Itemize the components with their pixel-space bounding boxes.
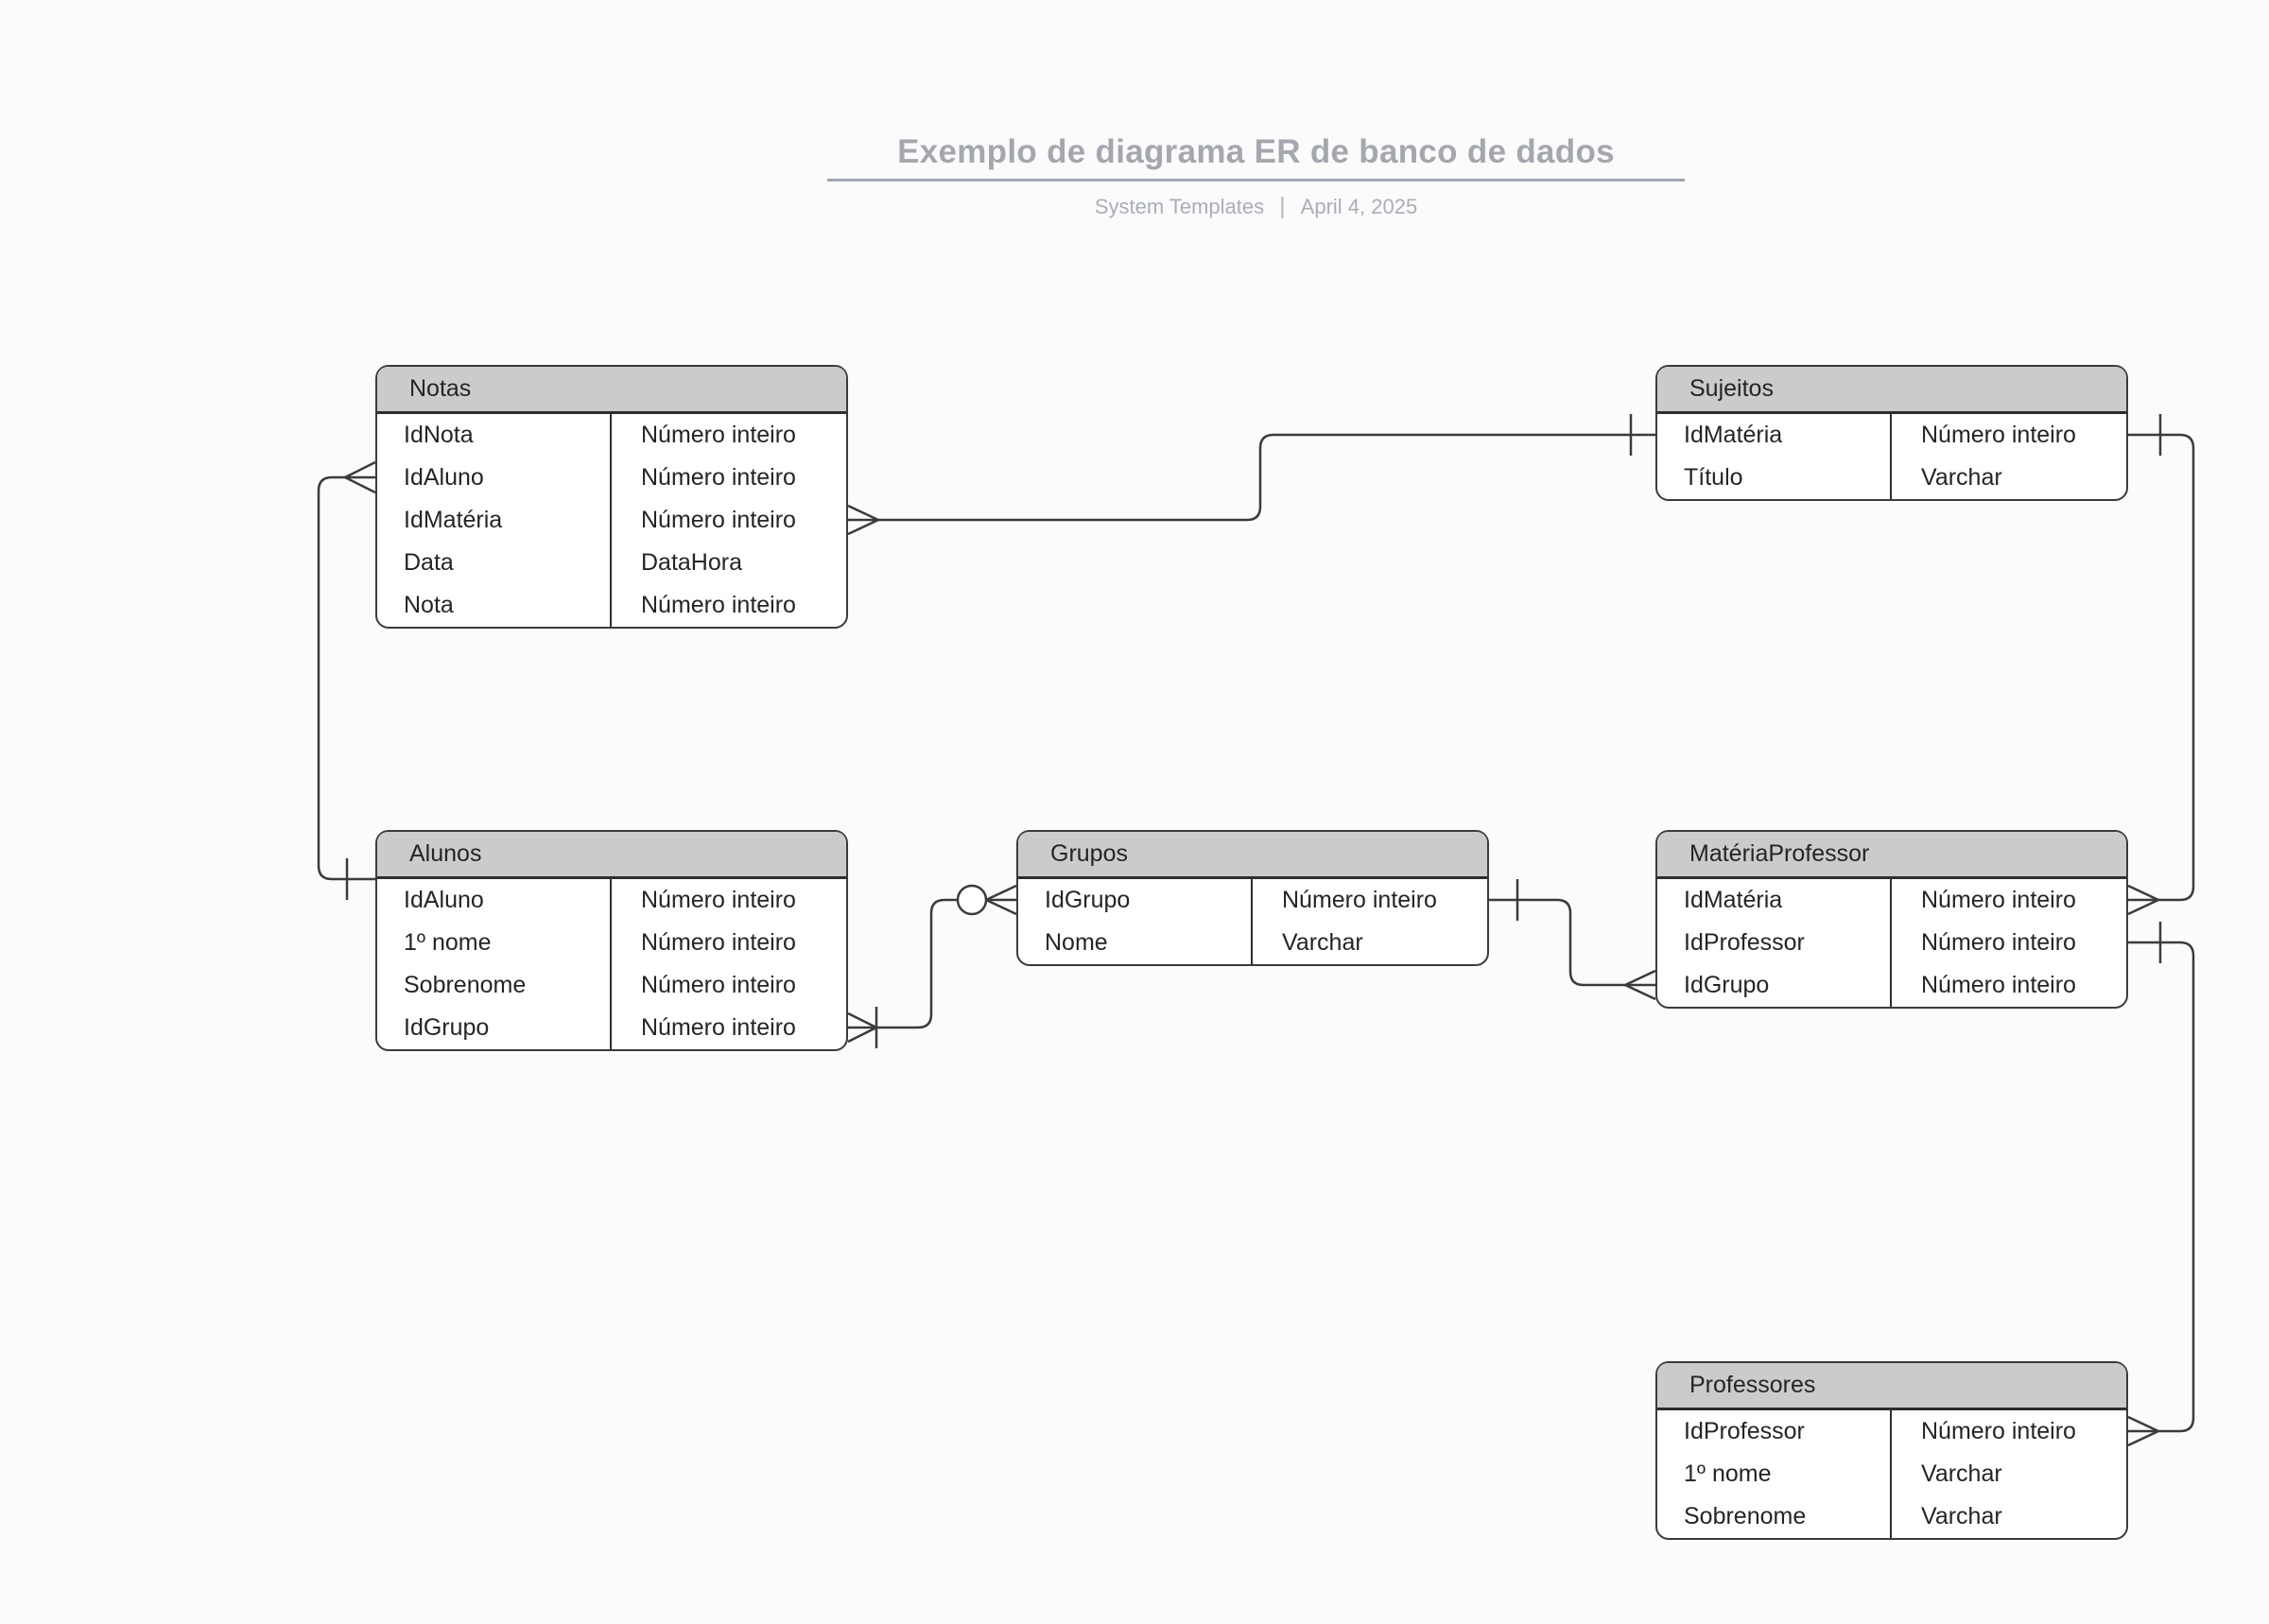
field-row: Sobrenome Varchar xyxy=(1657,1495,2126,1538)
crows-foot-many-grupos-left xyxy=(985,884,1017,916)
entity-title: MatériaProfessor xyxy=(1689,840,1870,867)
entity-body: IdAluno Número inteiro 1º nome Número in… xyxy=(377,879,846,1049)
entity-title: Professores xyxy=(1689,1372,1816,1398)
entity-title: Notas xyxy=(409,375,472,402)
field-row: IdMatéria Número inteiro xyxy=(1657,879,2126,922)
field-row: IdProfessor Número inteiro xyxy=(1657,1410,2126,1453)
subtitle-date: April 4, 2025 xyxy=(1300,194,1418,218)
diagram-subtitle: System Templates | April 4, 2025 xyxy=(827,193,1685,220)
field-row: IdMatéria Número inteiro xyxy=(1657,414,2126,457)
subtitle-separator: | xyxy=(1279,193,1286,219)
field-row: IdGrupo Número inteiro xyxy=(377,1007,846,1049)
entity-header: Professores xyxy=(1657,1363,2126,1410)
entity-header: Sujeitos xyxy=(1657,367,2126,414)
subtitle-author: System Templates xyxy=(1094,194,1265,218)
entity-body: IdGrupo Número inteiro Nome Varchar xyxy=(1018,879,1487,964)
entity-title: Sujeitos xyxy=(1689,375,1774,402)
entity-header: Alunos xyxy=(377,832,846,879)
cardinality-zero-circle-grupos-left xyxy=(956,884,988,916)
entity-header: Notas xyxy=(377,367,846,414)
field-row: IdAluno Número inteiro xyxy=(377,457,846,499)
entity-professores[interactable]: Professores IdProfessor Número inteiro 1… xyxy=(1655,1361,2128,1540)
field-row: IdGrupo Número inteiro xyxy=(1018,879,1487,922)
connector-notas-sujeitos[interactable] xyxy=(847,414,1655,536)
entity-title: Grupos xyxy=(1050,840,1128,867)
diagram-title: Exemplo de diagrama ER de banco de dados xyxy=(897,133,1615,170)
entity-body: IdMatéria Número inteiro IdProfessor Núm… xyxy=(1657,879,2126,1007)
entity-body: IdNota Número inteiro IdAluno Número int… xyxy=(377,414,846,627)
entity-header: MatériaProfessor xyxy=(1657,832,2126,879)
entity-header: Grupos xyxy=(1018,832,1487,879)
field-row: Título Varchar xyxy=(1657,457,2126,499)
crows-foot-many-professores-right xyxy=(2127,1415,2159,1447)
field-row: IdMatéria Número inteiro xyxy=(377,499,846,542)
entity-notas[interactable]: Notas IdNota Número inteiro IdAluno Núme… xyxy=(375,365,848,629)
crows-foot-many-materiaprofessor-left xyxy=(1624,969,1656,1001)
connector-alunos-notas[interactable] xyxy=(317,460,376,900)
crows-foot-many-notas-right xyxy=(847,504,879,536)
field-row: Data DataHora xyxy=(377,542,846,584)
entity-grupos[interactable]: Grupos IdGrupo Número inteiro Nome Varch… xyxy=(1016,830,1489,966)
title-underline xyxy=(827,179,1685,181)
connector-materiaprofessor-professores[interactable] xyxy=(2127,922,2195,1447)
crows-foot-many-alunos-right xyxy=(847,1011,877,1044)
crows-foot-many-notas-left xyxy=(344,460,376,494)
entity-materiaprofessor[interactable]: MatériaProfessor IdMatéria Número inteir… xyxy=(1655,830,2128,1009)
connector-grupos-materiaprofessor[interactable] xyxy=(1489,879,1656,1001)
connector-sujeitos-materiaprofessor[interactable] xyxy=(2127,414,2195,916)
field-row: IdNota Número inteiro xyxy=(377,414,846,457)
crows-foot-many-materiaprofessor-right xyxy=(2127,884,2159,916)
entity-alunos[interactable]: Alunos IdAluno Número inteiro 1º nome Nú… xyxy=(375,830,848,1051)
title-block: Exemplo de diagrama ER de banco de dados… xyxy=(827,132,1685,220)
entity-body: IdMatéria Número inteiro Título Varchar xyxy=(1657,414,2126,499)
field-row: Nome Varchar xyxy=(1018,922,1487,964)
field-row: IdGrupo Número inteiro xyxy=(1657,964,2126,1007)
field-row: IdAluno Número inteiro xyxy=(377,879,846,922)
field-row: Sobrenome Número inteiro xyxy=(377,964,846,1007)
field-row: 1º nome Varchar xyxy=(1657,1453,2126,1495)
entity-sujeitos[interactable]: Sujeitos IdMatéria Número inteiro Título… xyxy=(1655,365,2128,501)
field-row: 1º nome Número inteiro xyxy=(377,922,846,964)
entity-body: IdProfessor Número inteiro 1º nome Varch… xyxy=(1657,1410,2126,1538)
connector-alunos-grupos[interactable] xyxy=(847,884,1017,1048)
field-row: Nota Número inteiro xyxy=(377,584,846,627)
entity-title: Alunos xyxy=(409,840,482,867)
field-row: IdProfessor Número inteiro xyxy=(1657,922,2126,964)
